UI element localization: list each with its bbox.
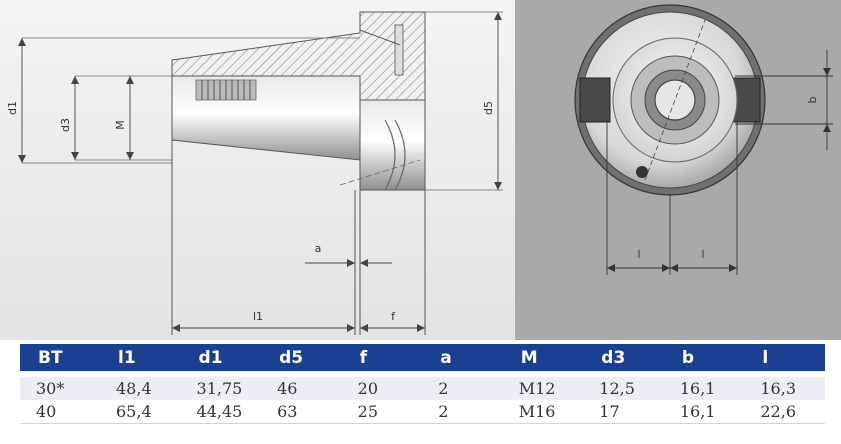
- header-bt: BT: [20, 344, 100, 371]
- cell-f: 20: [341, 377, 423, 400]
- cell-l1: 65,4: [100, 400, 181, 424]
- header-f: f: [341, 344, 423, 371]
- cell-d1: 31,75: [180, 377, 262, 400]
- header-d3: d3: [583, 344, 664, 371]
- table-row: 40 65,4 44,45 63 25 2 M16 17 16,1 22,6: [20, 400, 825, 424]
- label-d5: d5: [482, 101, 495, 115]
- table-header-row: BT l1 d1 d5 f a M d3 b l: [20, 344, 825, 371]
- cell-a: 2: [422, 377, 503, 400]
- cell-d3: 17: [583, 400, 664, 424]
- cell-l: 16,3: [744, 377, 825, 400]
- cell-a: 2: [422, 400, 503, 424]
- label-l1: l1: [253, 310, 263, 323]
- cell-b: 16,1: [663, 377, 745, 400]
- cell-d5: 46: [261, 377, 342, 400]
- label-M: M: [114, 120, 127, 130]
- label-f: f: [391, 310, 396, 323]
- cell-f: 25: [341, 400, 423, 424]
- label-d1: d1: [6, 101, 19, 115]
- cell-b: 16,1: [663, 400, 745, 424]
- cell-l: 22,6: [744, 400, 825, 424]
- cell-m: M12: [502, 377, 584, 400]
- header-b: b: [663, 344, 745, 371]
- cell-d3: 12,5: [583, 377, 664, 400]
- side-section-drawing: d1 d3 M d5 a l1 f: [0, 0, 515, 340]
- header-m: M: [502, 344, 584, 371]
- label-l-left: l: [637, 248, 640, 261]
- label-d3: d3: [59, 118, 72, 132]
- table-row: 30* 48,4 31,75 46 20 2 M12 12,5 16,1 16,…: [20, 377, 825, 400]
- cell-m: M16: [502, 400, 584, 424]
- header-a: a: [422, 344, 503, 371]
- cell-d1: 44,45: [180, 400, 262, 424]
- label-b: b: [806, 96, 819, 103]
- cell-l1: 48,4: [100, 377, 181, 400]
- cell-d5: 63: [261, 400, 342, 424]
- label-a: a: [315, 242, 322, 255]
- header-l: l: [744, 344, 825, 371]
- label-l-right: l: [701, 248, 704, 261]
- header-d5: d5: [261, 344, 342, 371]
- cell-bt: 30*: [20, 377, 100, 400]
- header-d1: d1: [180, 344, 262, 371]
- dimension-table: BT l1 d1 d5 f a M d3 b l 30* 48,4 31,75 …: [20, 344, 825, 424]
- header-l1: l1: [100, 344, 181, 371]
- cell-bt: 40: [20, 400, 100, 424]
- front-view-drawing: b l l: [515, 0, 841, 340]
